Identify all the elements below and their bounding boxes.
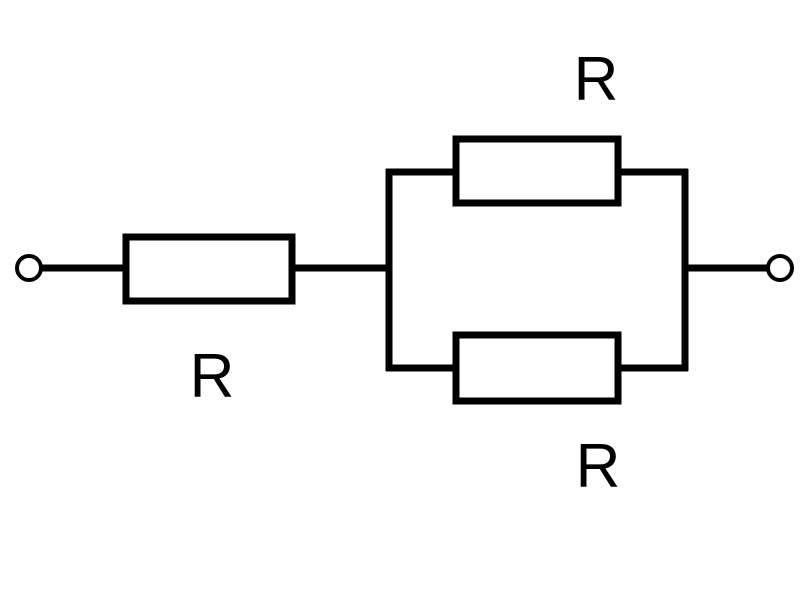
input-terminal — [15, 254, 43, 282]
label-parallel-top: R — [574, 45, 619, 114]
resistor-parallel-top — [452, 135, 622, 207]
output-terminal — [766, 254, 794, 282]
resistor-series — [122, 233, 296, 305]
label-parallel-bottom: R — [576, 432, 621, 501]
resistor-parallel-bottom — [452, 331, 622, 405]
label-series: R — [190, 342, 235, 411]
